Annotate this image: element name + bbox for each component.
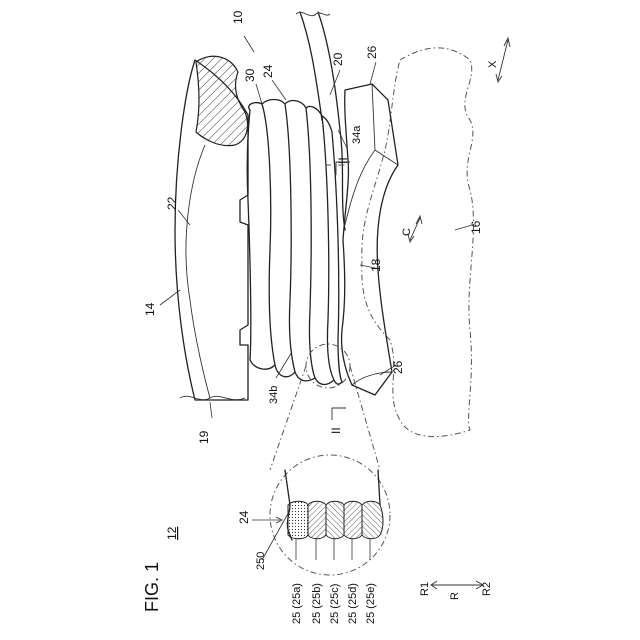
section-arrow-bottom bbox=[332, 408, 346, 420]
wire-labels: 25 (25a) 25 (25b) 25 (25c) 25 (25d) 25 (… bbox=[291, 583, 377, 624]
figure-number: 12 bbox=[165, 526, 179, 540]
label-18: 18 bbox=[369, 258, 383, 272]
label-II-bottom: II bbox=[329, 427, 343, 434]
direction-label-x: X bbox=[487, 60, 499, 68]
figure-title: FIG. 1 bbox=[142, 562, 162, 612]
direction-label-c: C bbox=[401, 228, 413, 236]
label-10: 10 bbox=[231, 10, 245, 24]
label-22: 22 bbox=[165, 196, 179, 210]
wire-label-d: 25 (25d) bbox=[347, 583, 359, 624]
label-II-top: II bbox=[336, 157, 350, 164]
direction-label-r: R bbox=[449, 592, 461, 600]
sole-plate-outline bbox=[362, 48, 474, 437]
label-24-top: 24 bbox=[261, 64, 275, 78]
coil-turns bbox=[247, 100, 342, 385]
core-inner-edge bbox=[345, 84, 398, 225]
label-26-top: 26 bbox=[365, 45, 379, 59]
label-250: 250 bbox=[255, 552, 267, 570]
label-34b: 34b bbox=[268, 386, 280, 404]
label-20: 20 bbox=[331, 52, 345, 66]
label-16: 16 bbox=[469, 220, 483, 234]
numeral-labels: 10 30 24 20 26 34a II 22 14 18 16 26 34b… bbox=[143, 10, 483, 570]
direction-arrow-r bbox=[431, 581, 483, 589]
wire-label-c: 25 (25c) bbox=[329, 584, 341, 624]
direction-arrow-x bbox=[496, 38, 510, 82]
label-34a: 34a bbox=[351, 125, 363, 144]
label-30: 30 bbox=[243, 68, 257, 82]
direction-label-r1: R1 bbox=[419, 582, 431, 596]
wire-label-a: 25 (25a) bbox=[291, 583, 303, 624]
wire-label-b: 25 (25b) bbox=[311, 583, 323, 624]
label-24-detail: 24 bbox=[237, 510, 251, 524]
detail-projection-lines bbox=[270, 366, 380, 470]
wire-label-e: 25 (25e) bbox=[365, 583, 377, 624]
wire-leaders bbox=[296, 538, 370, 560]
break-line-bottom bbox=[180, 396, 245, 399]
direction-label-r2: R2 bbox=[481, 582, 493, 596]
core-claw-lower bbox=[352, 372, 392, 385]
radiator-inner-curve bbox=[186, 145, 210, 398]
label-19: 19 bbox=[197, 430, 211, 444]
label-26-bottom: 26 bbox=[391, 360, 405, 374]
wire-cross-section bbox=[285, 470, 383, 540]
label-14: 14 bbox=[143, 302, 157, 316]
